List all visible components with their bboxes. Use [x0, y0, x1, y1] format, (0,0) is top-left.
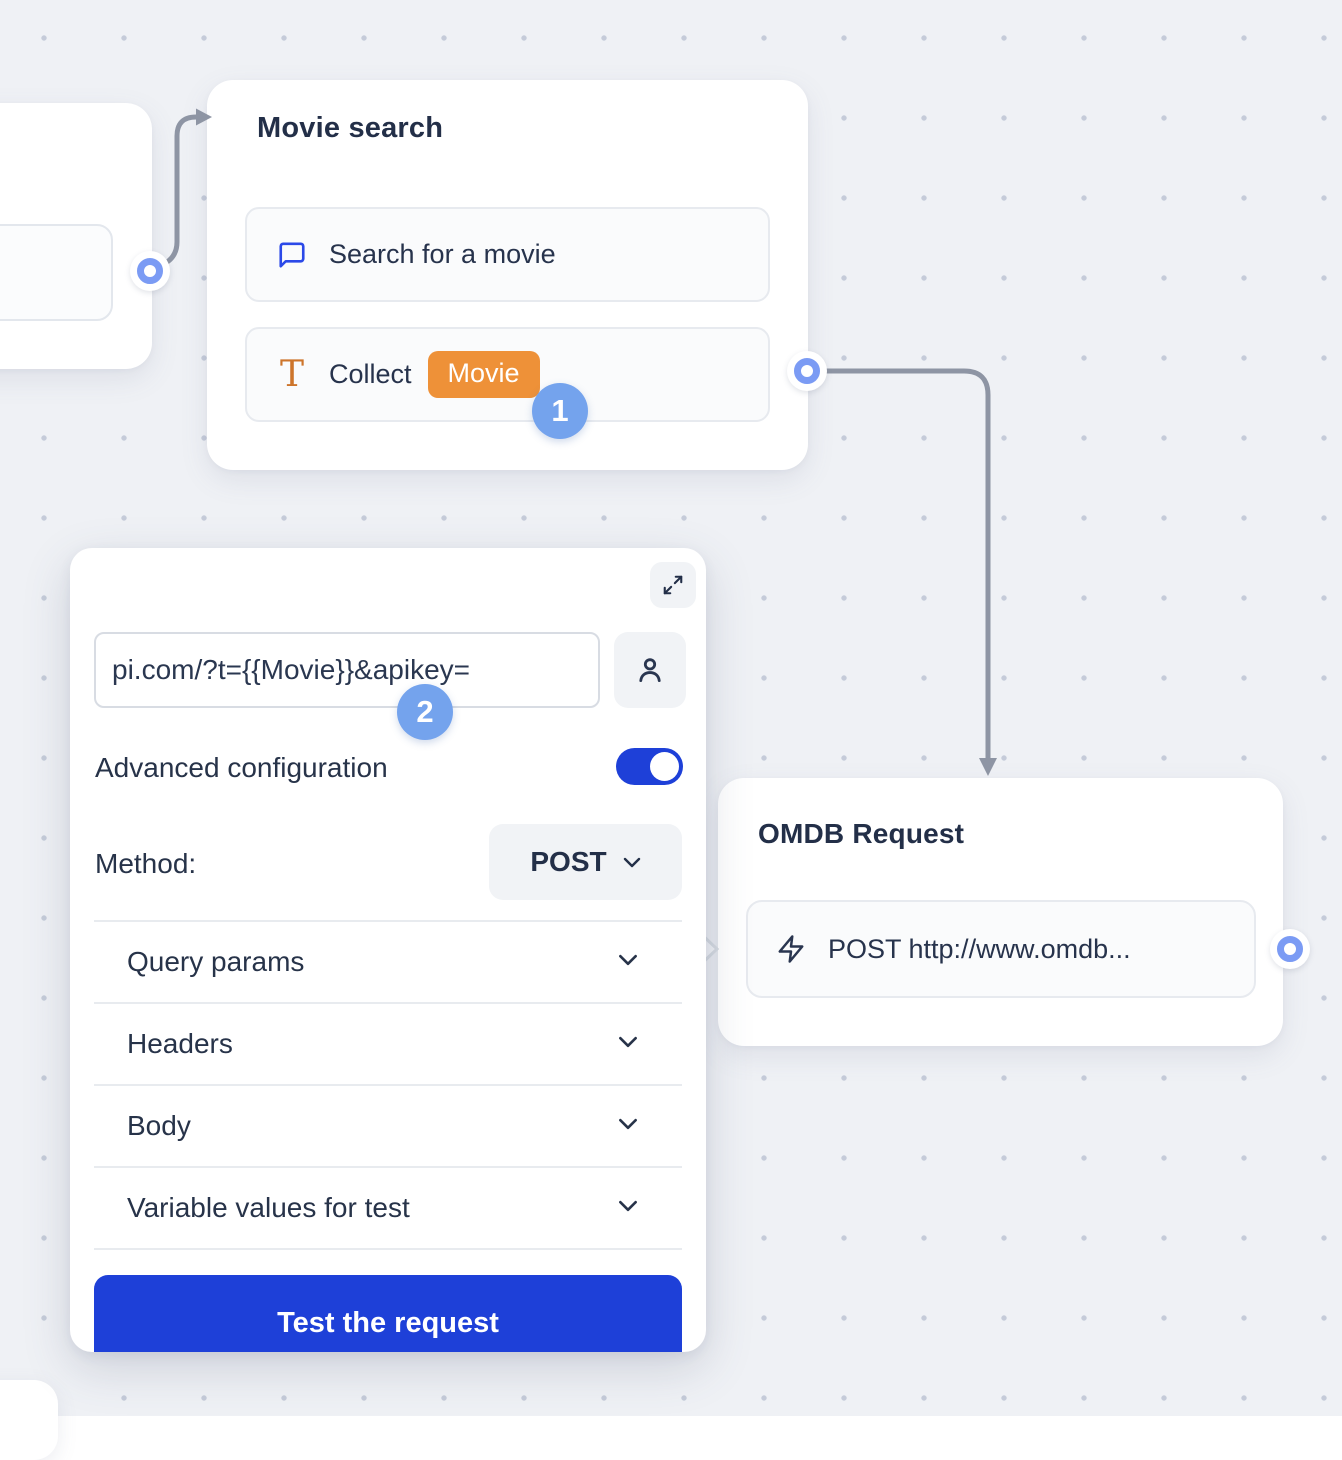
chevron-down-icon [618, 1200, 638, 1212]
output-port-left-card[interactable] [130, 251, 170, 291]
node-item-collect[interactable]: T Collect Movie [245, 327, 770, 422]
expand-icon [662, 574, 684, 596]
url-input[interactable]: pi.com/?t={{Movie}}&apikey= [94, 632, 600, 708]
variable-badge: Movie [427, 351, 540, 398]
connector-movie-search-to-omdb [817, 368, 991, 763]
zap-icon [776, 934, 806, 964]
divider [94, 1084, 682, 1086]
partial-node-item[interactable] [0, 224, 113, 321]
section-query-params[interactable]: Query params [94, 922, 682, 1002]
person-icon [633, 653, 667, 687]
advanced-configuration-label: Advanced configuration [95, 752, 388, 783]
expand-button[interactable] [650, 562, 696, 608]
chat-bubble-icon [277, 240, 307, 270]
arrowhead-down [979, 758, 997, 776]
node-item-label: Collect [329, 359, 412, 389]
node-item-question[interactable]: Search for a movie [245, 207, 770, 302]
omdb-request-node[interactable]: OMDB Request POST http://www.omdb... [718, 778, 1283, 1046]
divider [94, 1248, 682, 1250]
node-title: Movie search [257, 112, 444, 144]
step-badge-1: 1 [532, 383, 588, 439]
node-item-webhook[interactable]: POST http://www.omdb... [746, 900, 1256, 998]
divider [94, 920, 682, 922]
section-label: Body [127, 1110, 191, 1141]
person-variable-button[interactable] [614, 632, 686, 708]
movie-search-node[interactable]: Movie search Search for a movie T Collec… [207, 80, 808, 470]
chevron-down-icon [618, 1118, 638, 1130]
partial-card-bottom-left [0, 1380, 58, 1460]
partial-node-card[interactable] [0, 103, 152, 369]
step-badge-2: 2 [397, 684, 453, 740]
connector-left-to-movie-search [159, 114, 199, 268]
node-item-label: POST http://www.omdb... [828, 933, 1131, 964]
text-input-icon: T [279, 353, 304, 395]
section-label: Headers [127, 1028, 233, 1059]
chevron-down-icon [623, 857, 641, 868]
node-title: OMDB Request [758, 818, 965, 849]
chevron-down-icon [618, 954, 638, 966]
section-body[interactable]: Body [94, 1086, 682, 1166]
output-port-movie-search[interactable] [787, 351, 827, 391]
output-port-omdb[interactable] [1270, 929, 1310, 969]
advanced-configuration-toggle[interactable] [616, 748, 683, 785]
section-label: Query params [127, 946, 305, 977]
divider [94, 1166, 682, 1168]
section-variable-values[interactable]: Variable values for test [94, 1168, 682, 1248]
method-value: POST [530, 846, 607, 877]
divider [94, 1002, 682, 1004]
method-dropdown[interactable]: POST [489, 824, 682, 900]
test-request-button[interactable]: Test the request [94, 1275, 682, 1352]
section-headers[interactable]: Headers [94, 1004, 682, 1084]
webhook-config-panel[interactable]: pi.com/?t={{Movie}}&apikey= 2 Advanced c… [70, 548, 706, 1352]
method-label: Method: [95, 848, 197, 879]
section-label: Variable values for test [127, 1192, 410, 1223]
chevron-down-icon [618, 1036, 638, 1048]
toggle-knob [650, 752, 679, 781]
node-item-label: Search for a movie [329, 239, 556, 269]
